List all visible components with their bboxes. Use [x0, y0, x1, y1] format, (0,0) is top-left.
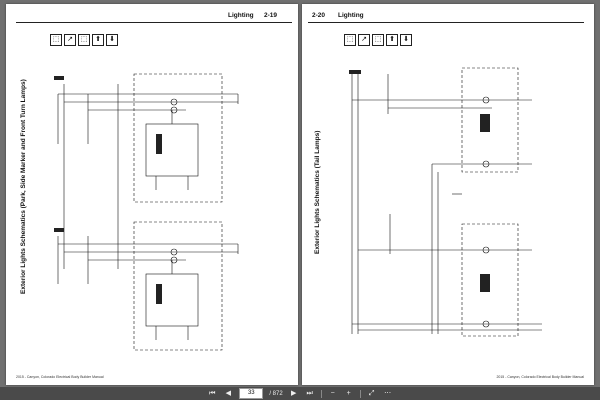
down-arrow-icon[interactable]: ⬇ — [106, 34, 118, 46]
left-header-rule — [16, 22, 292, 23]
left-schematic-diagram — [54, 73, 239, 351]
more-options-icon[interactable]: ⋯ — [384, 390, 392, 397]
page-count: / 872 — [269, 390, 283, 397]
up-arrow-icon[interactable]: ⬆ — [92, 34, 104, 46]
next-page-icon[interactable]: ▶ — [290, 390, 297, 397]
right-page-number: 2-20 — [312, 12, 326, 19]
left-page-number: 2-19 — [264, 12, 278, 19]
right-page-footer: 2015 - Canyon, Colorado Electrical Body … — [496, 375, 584, 379]
zoom-out-icon[interactable]: − — [330, 390, 335, 397]
left-page-footer: 2015 - Canyon, Colorado Electrical Body … — [16, 375, 104, 379]
toolbar-divider — [359, 389, 361, 398]
right-icon-bar: ⬚ ↗ ⬚ ⬆ ⬇ — [344, 34, 412, 46]
toolbar-divider — [320, 389, 322, 398]
right-page-section: Lighting — [338, 12, 364, 19]
fit-page-icon[interactable]: ⤢ — [368, 390, 375, 397]
prev-page-icon[interactable]: ◀ — [225, 390, 231, 397]
right-schematic-diagram — [349, 67, 542, 337]
left-icon-bar: ⬚ ↗ ⬚ ⬆ ⬇ — [50, 34, 118, 46]
down-arrow-icon[interactable]: ⬇ — [400, 34, 412, 46]
component-icon[interactable]: ⬚ — [344, 34, 356, 46]
first-page-icon[interactable]: ⏮ — [209, 390, 216, 397]
pdf-toolbar: ⏮ ◀ / 872 ▶ ⏭ − + ⤢ ⋯ — [0, 387, 600, 400]
right-page: 2-20 Lighting ⬚ ↗ ⬚ ⬆ ⬇ Exterior Lights … — [302, 4, 594, 385]
right-header-rule — [308, 22, 584, 23]
component-icon[interactable]: ⬚ — [50, 34, 62, 46]
last-page-icon[interactable]: ⏭ — [306, 390, 313, 397]
location-icon[interactable]: ⬚ — [78, 34, 90, 46]
left-page: Lighting 2-19 ⬚ ↗ ⬚ ⬆ ⬇ Exterior Lights … — [6, 4, 298, 385]
page-number-input[interactable] — [239, 388, 264, 399]
zoom-in-icon[interactable]: + — [346, 390, 351, 397]
up-arrow-icon[interactable]: ⬆ — [386, 34, 398, 46]
connector-icon[interactable]: ↗ — [64, 34, 76, 46]
connector-icon[interactable]: ↗ — [358, 34, 370, 46]
left-page-section: Lighting — [228, 12, 254, 19]
location-icon[interactable]: ⬚ — [372, 34, 384, 46]
